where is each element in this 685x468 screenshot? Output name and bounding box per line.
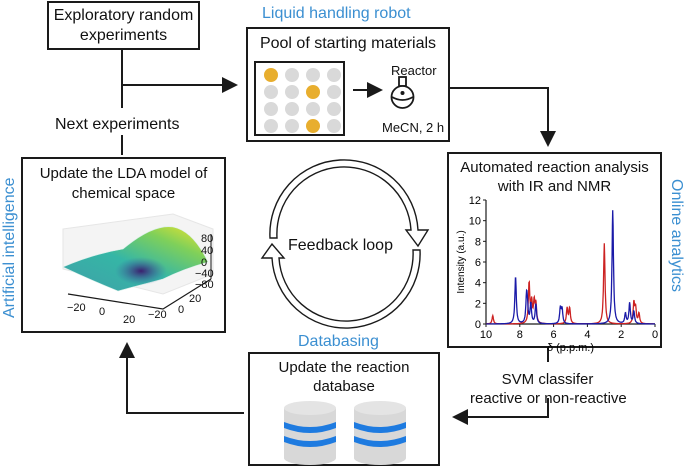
flask-icon — [390, 76, 415, 109]
y-tick: −20 — [148, 309, 167, 321]
series-blue-line — [486, 210, 655, 325]
ai-box: Update the LDA model of chemical space 8… — [21, 157, 226, 333]
reagent-well — [264, 85, 278, 99]
database-icons — [284, 401, 406, 465]
x-axis-label: δ (p.p.m.) — [547, 342, 594, 354]
reagent-well-selected — [306, 85, 320, 99]
y-tick-label: 2 — [475, 298, 481, 310]
analysis-title-line1: Automated reaction analysis — [460, 159, 649, 176]
database-icon — [284, 401, 336, 465]
reagent-well — [285, 68, 299, 82]
reagent-well — [306, 68, 320, 82]
y-axis-label: Intensity (a.u.) — [456, 230, 467, 293]
svm-line1: SVM classifer — [501, 371, 594, 388]
exploratory-experiments-box: Exploratory random experiments — [47, 1, 200, 50]
exploratory-line1: Exploratory random — [53, 7, 194, 24]
reagent-well — [327, 68, 341, 82]
condition-label: MeCN, 2 h — [382, 120, 445, 135]
y-tick-label: 8 — [475, 236, 481, 248]
reagent-well — [327, 102, 341, 116]
robot-title: Pool of starting materials — [259, 35, 437, 52]
y-tick-label: 6 — [475, 257, 481, 269]
lda-surface-plot — [62, 213, 214, 310]
reagent-well — [306, 102, 320, 116]
y-tick-label: 0 — [475, 319, 481, 331]
reagent-grid — [254, 61, 345, 136]
z-tick: 80 — [201, 233, 214, 245]
exploratory-line2: experiments — [79, 27, 168, 44]
z-tick: −80 — [195, 279, 214, 291]
svm-line2: reactive or non-reactive — [470, 390, 627, 407]
series-red-line — [486, 243, 655, 325]
x-tick-label: 0 — [652, 329, 658, 341]
y-tick-label: 4 — [475, 278, 481, 290]
x-tick: −20 — [67, 302, 86, 314]
database-box: Update the reaction database — [248, 352, 440, 466]
next-experiments-label: Next experiments — [55, 116, 180, 133]
database-icon — [354, 401, 406, 465]
x-tick-label: 8 — [517, 329, 523, 341]
robot-box: Pool of starting materials Reactor MeCN,… — [246, 27, 450, 142]
y-tick: 20 — [189, 293, 202, 305]
z-tick: 0 — [201, 257, 208, 269]
reagent-well-selected — [306, 119, 320, 133]
analysis-box: Automated reaction analysis with IR and … — [447, 152, 662, 354]
reagent-well — [327, 119, 341, 133]
analysis-title-line2: with IR and NMR — [497, 178, 612, 195]
x-tick-label: 6 — [551, 329, 557, 341]
reagent-well-selected — [264, 68, 278, 82]
feedback-loop-label: Feedback loop — [288, 237, 393, 254]
z-tick: 40 — [201, 245, 214, 257]
y-tick-label: 10 — [469, 216, 481, 228]
reagent-well — [285, 102, 299, 116]
reagent-well — [264, 119, 278, 133]
reactor-arrow — [353, 82, 383, 98]
ai-title-line1: Update the LDA model of — [39, 165, 208, 182]
z-tick: −40 — [195, 268, 214, 280]
nmr-chart: 0 2 4 6 8 10 12 10 8 6 4 2 0 δ (p.p.m.) Intensity (a.u… — [456, 195, 658, 354]
x-tick-label: 4 — [584, 329, 590, 341]
reagent-well — [264, 102, 278, 116]
reactor-label: Reactor — [391, 63, 437, 78]
reagent-well — [285, 85, 299, 99]
arrow-to-analysis — [448, 87, 556, 147]
x-tick: 0 — [99, 306, 106, 318]
ai-title-line2: chemical space — [71, 185, 176, 202]
x-tick: 20 — [123, 314, 136, 326]
reagent-well — [327, 85, 341, 99]
y-tick: 0 — [178, 304, 185, 316]
arrow-to-ai — [119, 342, 244, 414]
y-tick-label: 12 — [469, 195, 481, 207]
x-tick-label: 10 — [480, 329, 492, 341]
databasing-header: Databasing — [298, 333, 379, 350]
database-title-line1: Update the reaction — [278, 359, 410, 376]
reagent-well — [285, 119, 299, 133]
x-tick-label: 2 — [618, 329, 624, 341]
robot-header: Liquid handling robot — [262, 5, 411, 22]
arrow-to-database — [452, 398, 549, 425]
database-title-line2: database — [313, 378, 375, 395]
